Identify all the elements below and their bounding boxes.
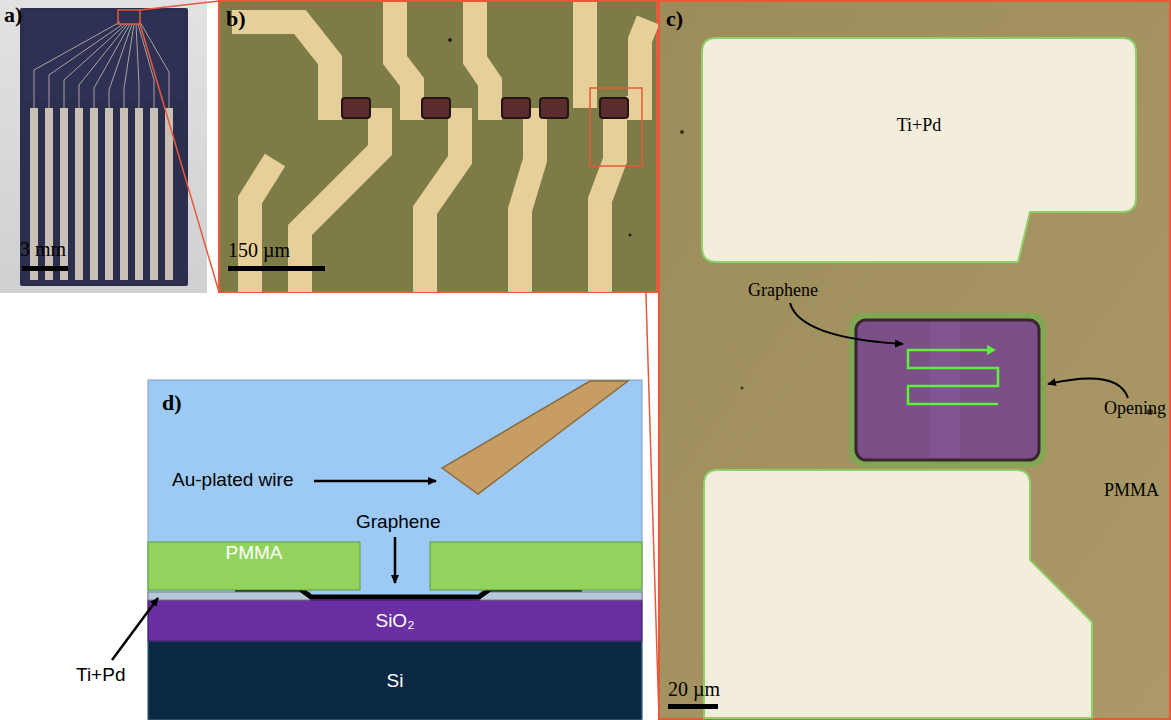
panel-frame: d) PMMA SiO₂ Si: [148, 380, 642, 720]
micrograph-c: [659, 1, 1170, 719]
layer-label-box: SiO₂: [148, 600, 642, 641]
node-text: Ti+Pd: [897, 115, 942, 136]
layer-label-box: PMMA: [148, 542, 360, 590]
node-text: PMMA: [226, 542, 283, 564]
part-label: PMMA: [1104, 480, 1159, 501]
part-label: Graphene: [356, 511, 441, 533]
micrograph-b: [219, 1, 657, 292]
panel-letter: a): [4, 2, 22, 27]
panel-letter: c): [666, 6, 683, 31]
panel-letter: b): [226, 6, 246, 31]
zoom-lines: [140, 1, 659, 719]
contact-pad: Ti+Pd: [702, 38, 1136, 212]
scale-bar-label: 20 µm: [668, 678, 720, 701]
part-label: Au-plated wire: [172, 469, 293, 491]
node-text: d): [162, 390, 182, 415]
part-label: Ti+Pd: [76, 664, 125, 686]
scale-bar-label: 150 µm: [228, 239, 290, 262]
part-label: Graphene: [748, 280, 818, 301]
part-label: Opening: [1104, 398, 1166, 419]
cross-section: [112, 380, 642, 720]
node-text: SiO₂: [375, 610, 414, 632]
layer-label-box: Si: [148, 641, 642, 720]
node-text: Si: [387, 670, 404, 692]
scale-bar-label: 3 mm: [20, 238, 66, 261]
